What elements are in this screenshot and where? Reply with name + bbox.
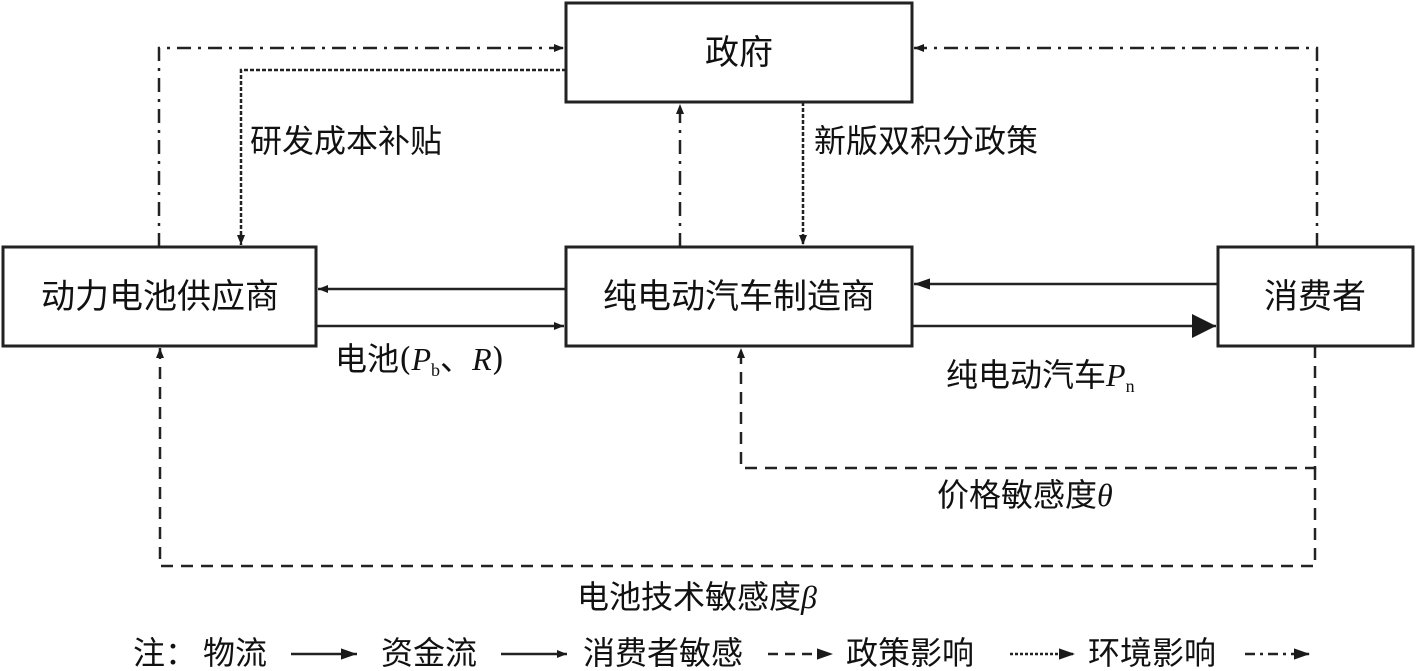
label-rd-subsidy: 研发成本补贴 [250, 122, 442, 160]
edge-env-consumer-to-government [914, 44, 1319, 247]
label-battery-tech-sensitivity-text: 电池技术敏感度 [577, 578, 801, 616]
label-battery-r-symbol: R [471, 341, 492, 377]
label-battery: 电池(Pb、R) [335, 340, 504, 380]
label-bev: 纯电动汽车Pn [946, 356, 1135, 396]
label-battery-price-symbol: P [411, 341, 432, 377]
label-battery-prefix: 电池( [335, 340, 412, 378]
node-battery-supplier-label: 动力电池供应商 [41, 277, 279, 317]
legend-item-environment-label: 环境影响 [1088, 634, 1216, 671]
label-bev-prefix: 纯电动汽车 [946, 356, 1106, 394]
node-government: 政府 [564, 1, 914, 104]
label-battery-tech-sensitivity-symbol: β [800, 579, 817, 615]
legend-item-policy-label: 政策影响 [846, 634, 974, 671]
edge-policy-rd-subsidy [237, 68, 566, 245]
legend-prefix: 注： [133, 634, 197, 671]
node-battery-supplier: 动力电池供应商 [1, 245, 318, 348]
label-battery-suffix: ) [492, 340, 504, 378]
legend: 注： 物流 资金流 消费者敏感 政策影响 环境影响 [133, 634, 1310, 671]
label-battery-price-sub: b [431, 360, 440, 380]
legend-item-logistics-label: 物流 [203, 634, 267, 671]
node-bev-manufacturer-label: 纯电动汽车制造商 [603, 277, 875, 317]
node-consumer-label: 消费者 [1264, 277, 1366, 317]
node-bev-manufacturer: 纯电动汽车制造商 [564, 245, 914, 348]
node-government-label: 政府 [705, 33, 773, 73]
edge-price-sensitivity [737, 346, 1317, 470]
label-dual-credit-policy: 新版双积分政策 [814, 122, 1038, 160]
label-price-sensitivity: 价格敏感度θ [937, 476, 1113, 514]
legend-item-funds-label: 资金流 [381, 634, 477, 671]
label-bev-price-sub: n [1126, 376, 1135, 396]
label-price-sensitivity-symbol: θ [1097, 477, 1113, 513]
legend-item-consumer-sensitivity-label: 消费者敏感 [583, 634, 743, 671]
edge-battery-tech-sensitivity [156, 348, 1317, 568]
label-battery-tech-sensitivity: 电池技术敏感度β [577, 578, 817, 616]
label-bev-price-symbol: P [1105, 357, 1126, 393]
label-battery-sep: 、 [440, 340, 472, 378]
node-consumer: 消费者 [1216, 245, 1415, 348]
edge-env-supplier-to-government [157, 44, 564, 247]
label-price-sensitivity-text: 价格敏感度 [937, 476, 1097, 514]
